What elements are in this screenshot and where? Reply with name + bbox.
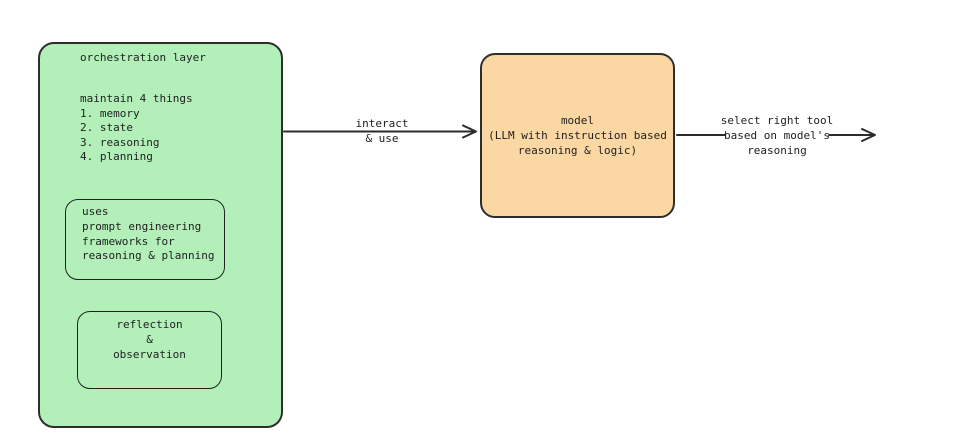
model-box: model (LLM with instruction based reason… bbox=[480, 53, 675, 218]
reflection-observation-note: reflection & observation bbox=[113, 318, 186, 361]
orchestration-layer-box: orchestration layer maintain 4 things 1.… bbox=[38, 42, 283, 428]
interact-arrow-label: interact & use bbox=[355, 117, 409, 145]
model-label: model (LLM with instruction based reason… bbox=[488, 113, 667, 158]
orchestration-maintain-list: maintain 4 things 1. memory 2. state 3. … bbox=[80, 92, 193, 163]
orchestration-layer-title: orchestration layer bbox=[80, 51, 206, 64]
prompt-engineering-note: uses prompt engineering frameworks for r… bbox=[82, 205, 215, 263]
prompt-engineering-box: uses prompt engineering frameworks for r… bbox=[65, 199, 225, 280]
reflection-observation-box: reflection & observation bbox=[77, 311, 222, 389]
select-tool-arrow-label: select right tool based on model's reaso… bbox=[720, 114, 834, 157]
